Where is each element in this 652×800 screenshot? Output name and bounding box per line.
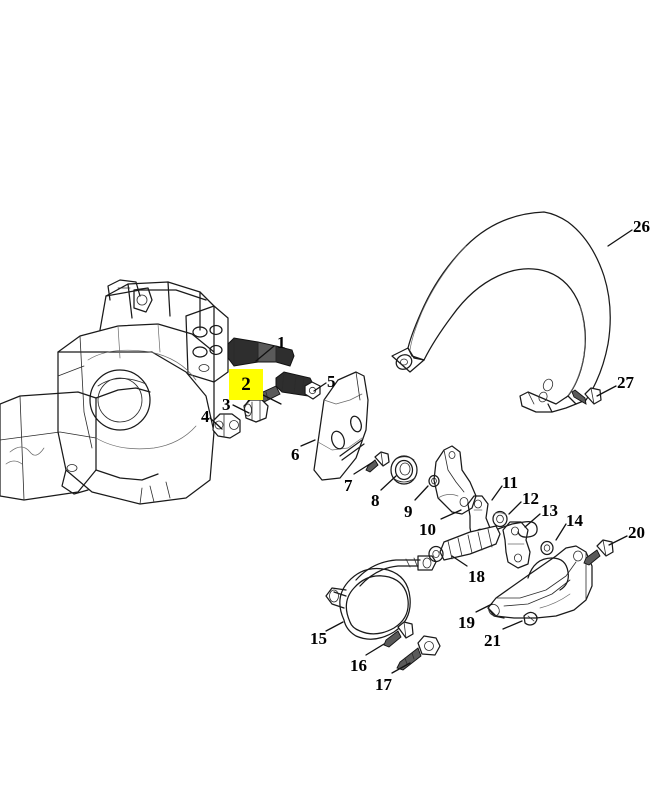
callout-label-27[interactable]: 27 bbox=[617, 373, 634, 392]
leader-line-18 bbox=[451, 555, 468, 567]
callout-label-5[interactable]: 5 bbox=[327, 372, 336, 391]
part-26-hand-guard bbox=[391, 211, 611, 413]
leader-line-21 bbox=[502, 620, 523, 630]
leader-line-4 bbox=[209, 417, 223, 430]
highlighted-callout-2[interactable]: 2 bbox=[229, 369, 263, 400]
leader-line-15 bbox=[325, 621, 344, 632]
callout-label-16[interactable]: 16 bbox=[350, 656, 367, 675]
leader-line-20 bbox=[608, 535, 628, 546]
leader-line-3 bbox=[232, 404, 250, 414]
callout-label-6[interactable]: 6 bbox=[291, 445, 300, 464]
callout-label-26[interactable]: 26 bbox=[633, 217, 650, 236]
part-4-slide-block bbox=[212, 413, 241, 439]
part-7-shoulder-screw bbox=[365, 451, 390, 473]
part-15-brake-band bbox=[325, 555, 437, 640]
callout-label-20[interactable]: 20 bbox=[628, 523, 645, 542]
callout-label-8[interactable]: 8 bbox=[371, 491, 380, 510]
callout-label-13[interactable]: 13 bbox=[541, 501, 558, 520]
part-21-retaining-clip bbox=[523, 611, 538, 626]
part-6-side-cover-plate bbox=[313, 371, 369, 481]
leader-line-1 bbox=[255, 345, 275, 362]
callout-label-11[interactable]: 11 bbox=[502, 473, 519, 492]
callout-label-18[interactable]: 18 bbox=[468, 567, 485, 586]
callout-leader-lines bbox=[209, 229, 633, 674]
part-17-socket-head-screw bbox=[396, 635, 441, 671]
callout-label-10[interactable]: 10 bbox=[419, 520, 436, 539]
leader-line-11 bbox=[491, 485, 503, 501]
part-14-small-washer bbox=[540, 540, 554, 556]
leader-line-5 bbox=[313, 382, 327, 392]
leader-line-10 bbox=[440, 509, 462, 520]
leader-line-19 bbox=[475, 603, 493, 613]
callout-label-14[interactable]: 14 bbox=[566, 511, 583, 530]
part-8-bushing bbox=[390, 455, 418, 485]
leader-line-12 bbox=[508, 501, 522, 515]
leader-line-16 bbox=[365, 643, 385, 656]
leader-line-8 bbox=[380, 475, 397, 491]
callout-label-15[interactable]: 15 bbox=[310, 629, 327, 648]
part-12-spacer-washer bbox=[492, 510, 508, 528]
part-16-pan-head-screw bbox=[383, 621, 414, 648]
callout-label-12[interactable]: 12 bbox=[522, 489, 539, 508]
part-13-toggle-plate bbox=[502, 521, 531, 569]
callout-label-21[interactable]: 21 bbox=[484, 631, 501, 650]
callout-label-4[interactable]: 4 bbox=[201, 407, 210, 426]
leader-line-2 bbox=[260, 393, 282, 405]
leader-line-27 bbox=[596, 385, 617, 397]
callout-label-3[interactable]: 3 bbox=[222, 395, 231, 414]
part-3-tensioner-nut bbox=[243, 399, 269, 423]
part-18-brake-spring bbox=[428, 521, 538, 563]
callout-label-9[interactable]: 9 bbox=[404, 502, 413, 521]
part-19-brake-housing-lever bbox=[487, 545, 593, 619]
callout-label-7[interactable]: 7 bbox=[344, 476, 353, 495]
leader-line-13 bbox=[524, 513, 541, 528]
leader-line-9 bbox=[414, 485, 429, 501]
leader-line-7 bbox=[353, 461, 374, 475]
engine-housing-group bbox=[0, 279, 229, 505]
part-5-hex-nut bbox=[304, 381, 321, 400]
part-10-brake-lever bbox=[433, 445, 477, 515]
callout-label-1[interactable]: 1 bbox=[277, 333, 286, 352]
leader-line-6 bbox=[300, 439, 316, 447]
part-27-hand-guard-screw bbox=[571, 387, 602, 405]
leader-line-26 bbox=[607, 229, 633, 247]
leader-line-14 bbox=[555, 523, 567, 541]
part-20-fastener-screw bbox=[583, 539, 614, 566]
leader-line-17 bbox=[391, 662, 411, 674]
callout-label-19[interactable]: 19 bbox=[458, 613, 475, 632]
callout-label-17[interactable]: 17 bbox=[375, 675, 392, 694]
